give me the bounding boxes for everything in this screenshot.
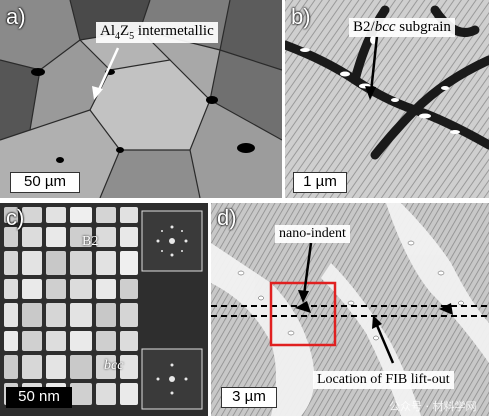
panel-c-image xyxy=(0,203,208,416)
cuboid-precipitate xyxy=(22,251,42,275)
cuboid-precipitate xyxy=(120,383,138,405)
watermark: 公众号 · 材料学网 xyxy=(389,400,477,413)
panel-a-scale-text: 50 µm xyxy=(24,173,66,190)
cuboid-precipitate xyxy=(70,251,92,275)
cuboid-precipitate xyxy=(22,331,42,351)
nano-indent-annotation: nano-indent xyxy=(275,225,350,243)
cuboid-precipitate xyxy=(46,279,66,299)
cuboid-precipitate xyxy=(4,251,18,275)
cuboid-precipitate xyxy=(96,251,116,275)
cuboid-precipitate xyxy=(22,279,42,299)
panel-a-label: a) xyxy=(6,4,26,29)
cuboid-precipitate xyxy=(120,303,138,327)
cuboid-precipitate xyxy=(4,227,18,247)
panel-d-scale-bar: 3 µm xyxy=(221,387,277,408)
b2-phase-label: B2 xyxy=(82,234,99,249)
cuboid-precipitate xyxy=(4,331,18,351)
cuboid-precipitate xyxy=(4,355,18,379)
subgrain-annotation: B2/bcc subgrain xyxy=(349,18,455,37)
cuboid-precipitate xyxy=(96,303,116,327)
panel-c-label: c) xyxy=(6,205,25,230)
cuboid-precipitate xyxy=(120,279,138,299)
cuboid-precipitate xyxy=(46,227,66,247)
panel-c-tem-micrograph: c) B2 bcc 50 nm xyxy=(0,203,208,416)
intermetallic-annotation: Al4Z5 intermetallic xyxy=(96,22,218,43)
cuboid-precipitate xyxy=(96,331,116,351)
cuboid-precipitate xyxy=(70,355,92,379)
cuboid-precipitate xyxy=(46,207,66,223)
cuboid-precipitate xyxy=(120,207,138,223)
panel-b-image xyxy=(285,0,489,198)
cuboid-precipitate xyxy=(70,331,92,351)
cuboid-precipitate xyxy=(96,227,116,247)
cuboid-precipitate xyxy=(46,251,66,275)
cuboid-precipitate xyxy=(4,207,18,223)
panel-b-label: b) xyxy=(291,4,311,29)
cuboid-precipitate xyxy=(22,227,42,247)
panel-d-label: d) xyxy=(217,205,237,230)
cuboid-precipitate xyxy=(120,355,138,379)
cuboid-precipitate xyxy=(22,207,42,223)
cuboid-precipitate xyxy=(96,383,116,405)
cuboid-precipitate xyxy=(96,207,116,223)
panel-b-scale-bar: 1 µm xyxy=(293,172,347,193)
panel-d-indent-micrograph: d) nano-indent Location of FIB lift-out … xyxy=(211,203,489,416)
cuboid-precipitate xyxy=(22,355,42,379)
cuboid-precipitate xyxy=(22,303,42,327)
panel-a-scale-bar: 50 µm xyxy=(10,172,80,193)
bcc-phase-label: bcc xyxy=(104,358,124,373)
panel-b-subgrain-micrograph: b) B2/bcc subgrain 1 µm xyxy=(285,0,489,198)
cuboid-precipitate xyxy=(96,279,116,299)
cuboid-precipitate xyxy=(46,303,66,327)
cuboid-precipitate xyxy=(46,331,66,351)
panel-c-scale-text: 50 nm xyxy=(18,388,60,405)
cuboid-precipitate xyxy=(120,251,138,275)
panel-d-scale-text: 3 µm xyxy=(232,388,266,405)
cuboid-precipitate xyxy=(4,279,18,299)
cuboid-precipitate xyxy=(70,227,92,247)
cuboid-precipitate xyxy=(70,383,92,405)
cuboid-precipitate xyxy=(46,355,66,379)
cuboid-precipitate xyxy=(70,303,92,327)
panel-a-grain-micrograph: a) Al4Z5 intermetallic 50 µm xyxy=(0,0,282,198)
panel-b-scale-text: 1 µm xyxy=(303,173,337,190)
cuboid-precipitate xyxy=(4,303,18,327)
cuboid-precipitate xyxy=(120,331,138,351)
fib-liftout-annotation: Location of FIB lift-out xyxy=(313,371,454,389)
cuboid-precipitate xyxy=(70,207,92,223)
cuboid-precipitate xyxy=(96,355,116,379)
panel-c-scale-bar: 50 nm xyxy=(6,387,72,408)
cuboid-precipitate xyxy=(70,279,92,299)
cuboid-precipitate xyxy=(120,227,138,247)
